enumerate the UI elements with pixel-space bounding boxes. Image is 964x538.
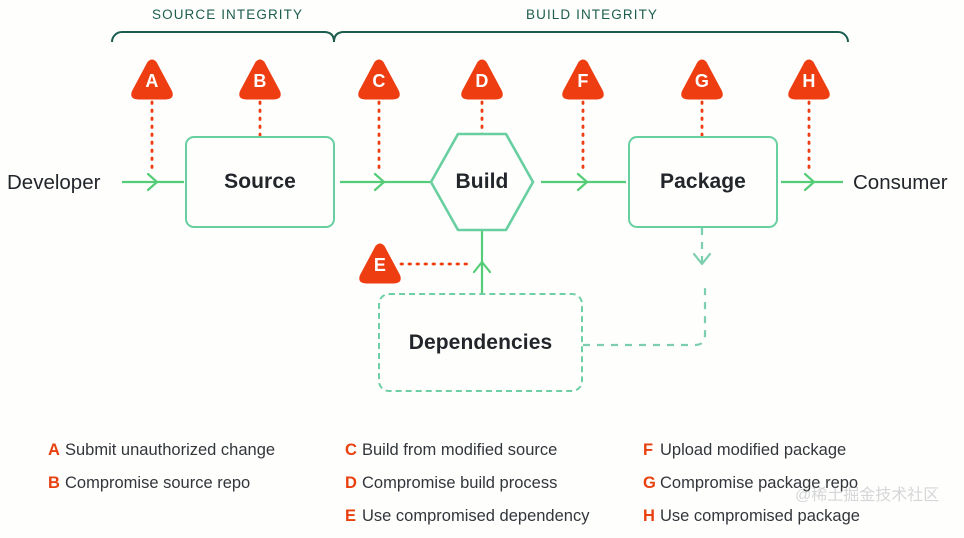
legend-column-3: F Upload modified package G Compromise p… (643, 441, 860, 538)
dependencies-to-package-dashed (583, 286, 707, 347)
node-package-label: Package (660, 170, 746, 193)
watermark-bottom-right: @稀土掘金技术社区 (795, 487, 940, 504)
triangle-shape (131, 59, 173, 100)
legend-text-f: Upload modified package (660, 441, 847, 459)
flow-arrowhead-5 (472, 260, 492, 274)
threat-marker-f[interactable]: F (560, 58, 606, 102)
legend-key-b: B (48, 474, 60, 492)
legend-item-f: F Upload modified package (643, 441, 860, 474)
legend-key-a: A (48, 441, 60, 459)
legend-item-h: H Use compromised package (643, 507, 860, 538)
node-package[interactable]: Package (628, 136, 778, 228)
legend-column-1: A Submit unauthorized change B Compromis… (48, 441, 275, 507)
legend-item-a: A Submit unauthorized change (48, 441, 275, 474)
flow-arrowhead-1 (146, 172, 159, 192)
threat-marker-b[interactable]: B (237, 58, 283, 102)
bracket-label-build-integrity: BUILD INTEGRITY (526, 7, 659, 22)
threat-marker-d[interactable]: D (459, 58, 505, 102)
triangle-shape (461, 59, 503, 100)
triangle-shape (358, 59, 400, 100)
threat-marker-e[interactable]: E (357, 242, 403, 286)
flow-arrowhead-2 (373, 172, 386, 192)
node-source-label: Source (224, 170, 296, 193)
triangle-shape (788, 59, 830, 100)
legend-item-c: C Build from modified source (345, 441, 589, 474)
hexagon-shape (429, 132, 535, 232)
endpoint-developer: Developer (7, 171, 101, 194)
endpoint-consumer: Consumer (853, 171, 948, 194)
node-build[interactable]: Build (428, 131, 536, 233)
legend-key-e: E (345, 507, 357, 525)
legend-key-c: C (345, 441, 357, 459)
legend-text-a: Submit unauthorized change (65, 441, 276, 459)
threat-marker-g[interactable]: G (679, 58, 725, 102)
legend-key-h: H (643, 507, 655, 525)
node-dependencies[interactable]: Dependencies (378, 293, 583, 392)
threat-marker-a-label: A (145, 71, 159, 91)
triangle-shape (239, 59, 281, 100)
legend-text-c: Build from modified source (362, 441, 558, 459)
threat-marker-c-label: C (372, 71, 386, 91)
legend-item-d: D Compromise build process (345, 474, 589, 507)
legend-text-b: Compromise source repo (65, 474, 251, 492)
bracket-label-source-integrity: SOURCE INTEGRITY (152, 7, 304, 22)
triangle-shape (562, 59, 604, 100)
threat-marker-f-label: F (577, 71, 589, 91)
triangle-shape (681, 59, 723, 100)
legend-text-d: Compromise build process (362, 474, 558, 492)
dashed-feedback-lines (583, 228, 707, 347)
flow-arrowhead-3 (576, 172, 589, 192)
flow-arrowhead-4 (803, 172, 816, 192)
legend-text-e: Use compromised dependency (362, 507, 590, 525)
legend-key-g: G (643, 474, 656, 492)
node-source[interactable]: Source (185, 136, 335, 228)
node-dependencies-label: Dependencies (408, 330, 553, 354)
package-down-arrowhead (692, 252, 712, 266)
bracket-source-integrity (111, 31, 335, 43)
node-build-label: Build (455, 170, 509, 193)
legend-key-d: D (345, 474, 357, 492)
legend-item-b: B Compromise source repo (48, 474, 275, 507)
threat-marker-d-label: D (475, 71, 489, 91)
legend-item-g: G Compromise package repo (643, 474, 860, 507)
threat-marker-b-label: B (253, 71, 267, 91)
threat-marker-h-label: H (802, 71, 816, 91)
triangle-shape (359, 243, 401, 284)
legend-text-g: Compromise package repo (660, 474, 859, 492)
legend-item-e: E Use compromised dependency (345, 507, 589, 538)
threat-marker-h[interactable]: H (786, 58, 832, 102)
threat-marker-g-label: G (694, 71, 710, 91)
legend-column-2: C Build from modified source D Compromis… (345, 441, 589, 538)
threat-marker-a[interactable]: A (129, 58, 175, 102)
bracket-build-integrity (333, 31, 849, 43)
threat-marker-c[interactable]: C (356, 58, 402, 102)
threat-marker-e-label: E (373, 255, 387, 275)
legend-text-h: Use compromised package (660, 507, 860, 525)
legend-key-f: F (643, 441, 654, 459)
